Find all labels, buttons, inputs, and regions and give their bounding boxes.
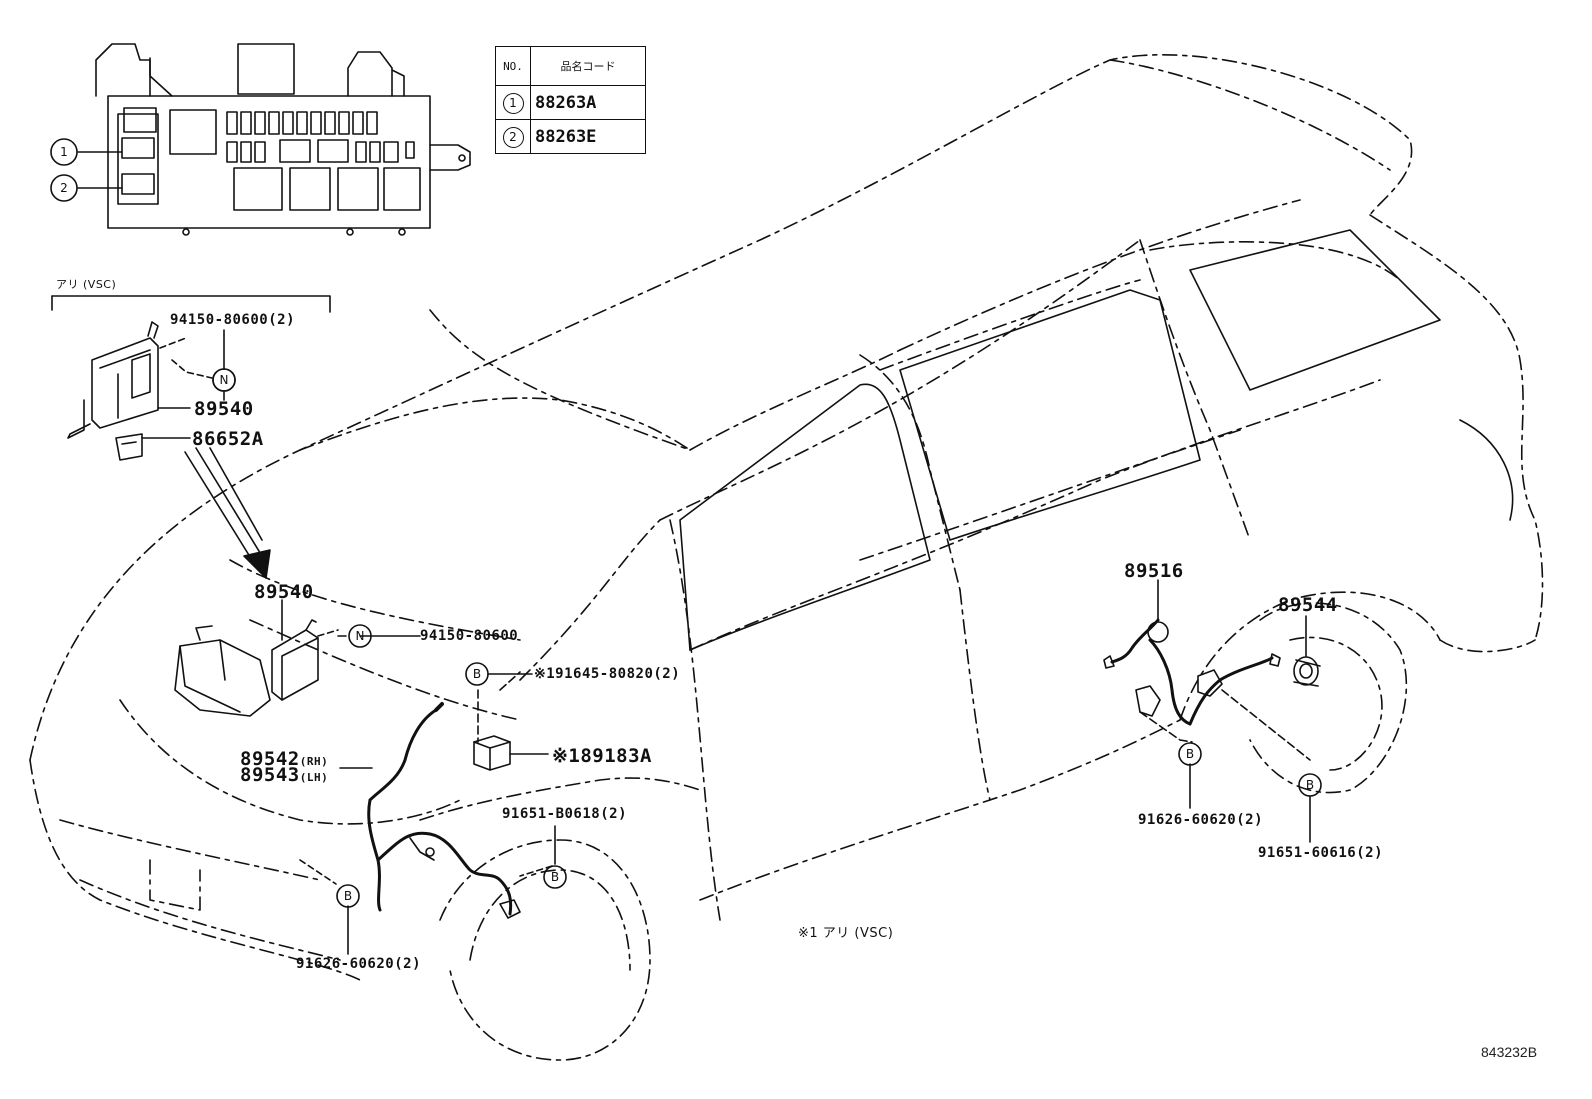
front-ecu [271,599,347,701]
marker-n: N [220,373,229,387]
relay-marker-2: 2 [60,181,68,195]
part-label[interactable]: 89540 [194,398,254,420]
vsc-ecu-detail [67,321,236,461]
part-label[interactable]: ※189183A [552,745,652,767]
part-label[interactable]: 94150-80600 [420,628,519,644]
brake-actuator [174,625,271,717]
row-number: 1 [502,92,524,114]
figure-code: 843232B [1481,1044,1538,1060]
row-code: 88263E [530,119,646,154]
vsc-bracket [51,295,331,313]
footnote: ※1 アリ (VSC) [798,926,894,941]
code-table: NO. 品名コード 1 88263A 2 88263E [495,46,646,154]
part-label[interactable]: ※191645-80820(2) [534,666,681,682]
part-label[interactable]: 94150-80600(2) [170,312,296,328]
sensor-89183a [473,671,549,771]
marker-n: N [356,629,365,643]
marker-b: B [1186,747,1194,761]
marker-b: B [344,889,352,903]
part-label[interactable]: 89543(LH) [240,764,329,786]
vsc-caption: アリ (VSC) [56,278,117,291]
vehicle-outline [29,54,1544,1061]
junction-block [50,43,471,236]
table-header-row: NO. 品名コード [495,46,646,86]
part-label[interactable]: 91651-B0618(2) [502,806,628,822]
marker-b: B [473,667,481,681]
part-label[interactable]: 86652A [192,428,264,450]
windows [679,229,1514,651]
table-row: 2 88263E [495,119,646,154]
table-row: 1 88263A [495,85,646,120]
rear-sensor [1103,579,1321,761]
marker-b: B [551,870,559,884]
part-label[interactable]: 91626-60620(2) [1138,812,1264,828]
row-number: 2 [502,126,524,148]
table-header-code: 品名コード [530,46,646,86]
part-label[interactable]: 91626-60620(2) [296,956,422,972]
table-header-no: NO. [495,46,531,86]
relay-marker-1: 1 [60,145,68,159]
part-label[interactable]: 89540 [254,581,314,603]
part-label[interactable]: 89516 [1124,560,1184,582]
front-sensor-harness [339,702,521,919]
part-label[interactable]: 89544 [1278,594,1338,616]
marker-b: B [1306,778,1314,792]
row-code: 88263A [530,85,646,120]
part-label[interactable]: 89542(RH) [240,748,329,770]
part-label[interactable]: 91651-60616(2) [1258,845,1384,861]
